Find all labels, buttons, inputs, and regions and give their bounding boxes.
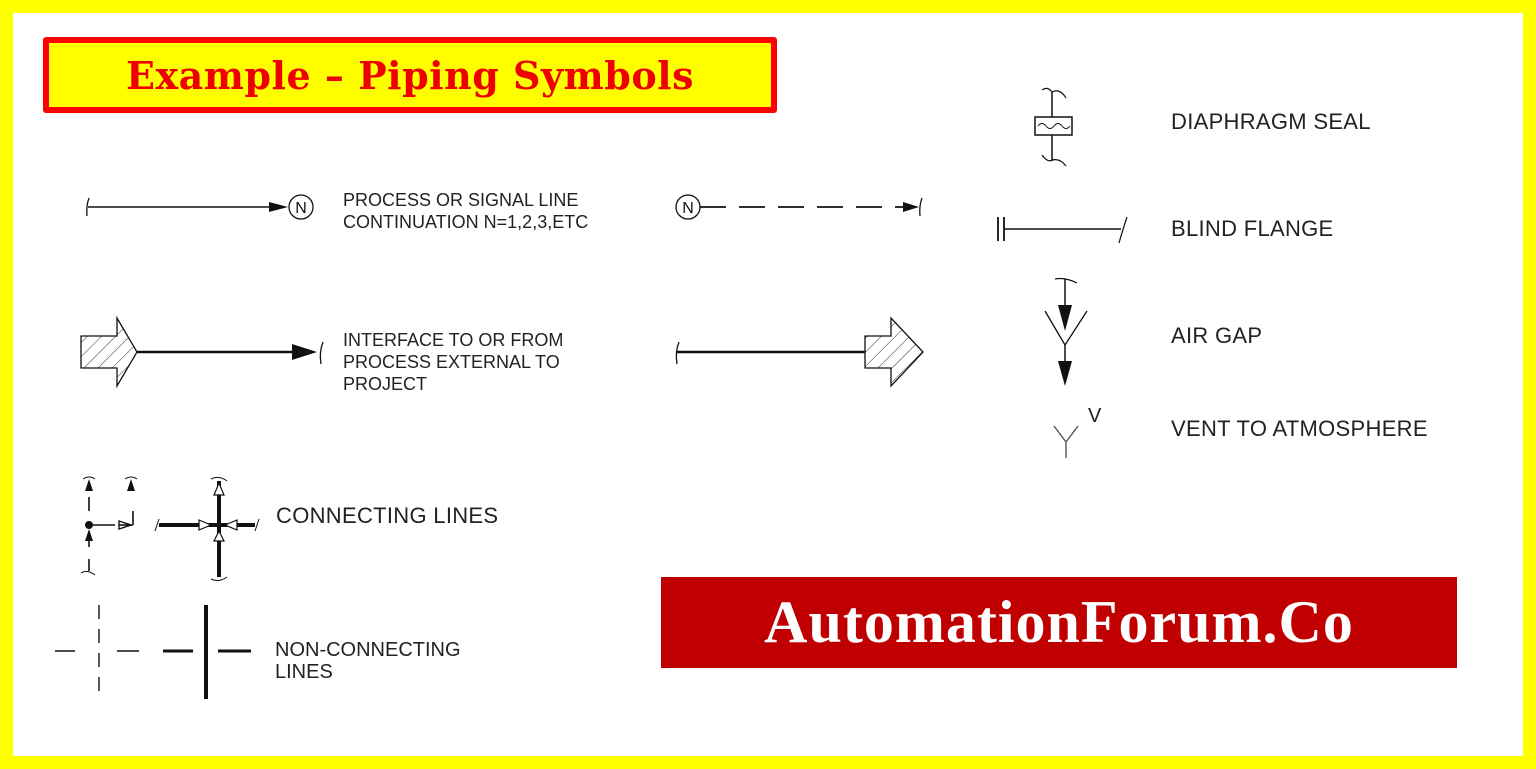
connecting-lines-icon [80, 476, 260, 582]
interface-external-left-icon [80, 315, 324, 389]
label-non-connecting-lines: NON-CONNECTING LINES [275, 639, 461, 683]
label-vent-to-atmosphere: VENT TO ATMOSPHERE [1171, 416, 1428, 441]
watermark-text: AutomationForum.Co [764, 589, 1354, 655]
label-diaphragm-seal: DIAPHRAGM SEAL [1171, 109, 1371, 134]
diagram-canvas: Example – Piping Symbols N PROCESS OR SI… [13, 13, 1523, 756]
label-interface-external: INTERFACE TO OR FROM PROCESS EXTERNAL TO… [343, 330, 564, 394]
label-process-signal-line: PROCESS OR SIGNAL LINE CONTINUATION N=1,… [343, 190, 589, 232]
non-connecting-lines-icon [55, 605, 251, 699]
watermark-banner: AutomationForum.Co [661, 577, 1457, 668]
diaphragm-seal-icon [1034, 87, 1073, 167]
air-gap-icon [1044, 277, 1088, 386]
svg-text:V: V [1088, 405, 1102, 427]
label-connecting-lines: CONNECTING LINES [276, 503, 499, 528]
label-blind-flange: BLIND FLANGE [1171, 216, 1334, 241]
vent-to-atmosphere-icon: V [1053, 405, 1102, 458]
signal-line-continuation-icon: N [86, 194, 314, 220]
signal-line-continuation-dashed-icon: N [675, 194, 923, 220]
svg-text:N: N [682, 200, 694, 217]
label-air-gap: AIR GAP [1171, 323, 1263, 348]
svg-text:N: N [295, 200, 307, 217]
page-title: Example – Piping Symbols [125, 52, 694, 98]
interface-external-right-icon [675, 316, 924, 388]
title-banner: Example – Piping Symbols [43, 37, 777, 113]
blind-flange-icon [997, 216, 1128, 244]
